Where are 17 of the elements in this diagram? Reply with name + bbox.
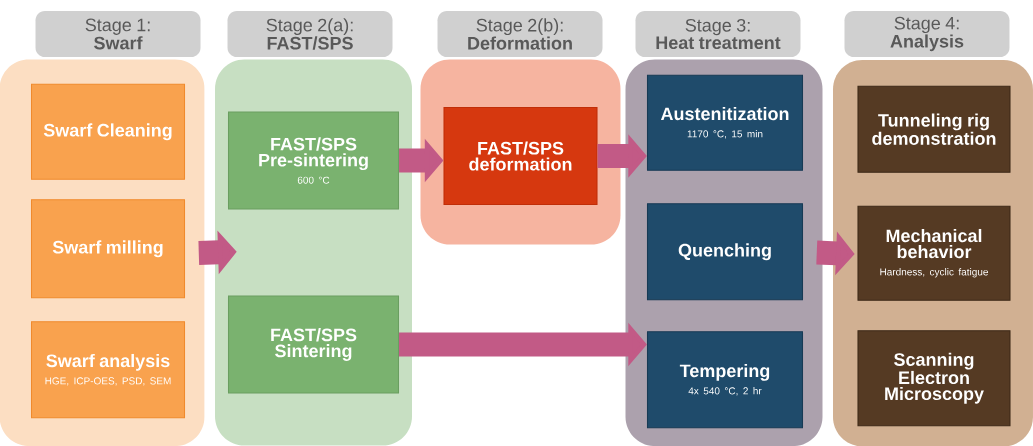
process-box: Tempering 4x 540 °C, 2 hr [646,331,804,429]
stage-tab: Stage 3: Heat treatment [635,11,801,57]
process-box: Mechanical behavior Hardness, cyclic fatigue [857,205,1011,301]
stage-tab: Stage 1: Swarf [35,11,201,57]
process-box: Swarf milling [30,199,186,299]
process-box: Swarf analysis HGE, ICP-OES, PSD, SEM [30,321,186,419]
process-box: FAST/SPS Sintering [227,295,400,394]
process-box: FAST/SPS Pre-sintering 600 °C [227,111,400,210]
process-box: FAST/SPS deformation [443,106,598,206]
stage-tab: Stage 4: Analysis [844,11,1010,57]
process-box: Swarf Cleaning [30,83,186,180]
process-box: Scanning Electron Microscopy [857,330,1011,427]
stage-tab: Stage 2(a): FAST/SPS [227,11,393,57]
process-box: Tunneling rig demonstration [857,85,1011,173]
stage-tab: Stage 2(b): Deformation [437,11,603,57]
process-box: Austenitization 1170 °C, 15 min [646,74,804,171]
process-box: Quenching [646,203,804,301]
